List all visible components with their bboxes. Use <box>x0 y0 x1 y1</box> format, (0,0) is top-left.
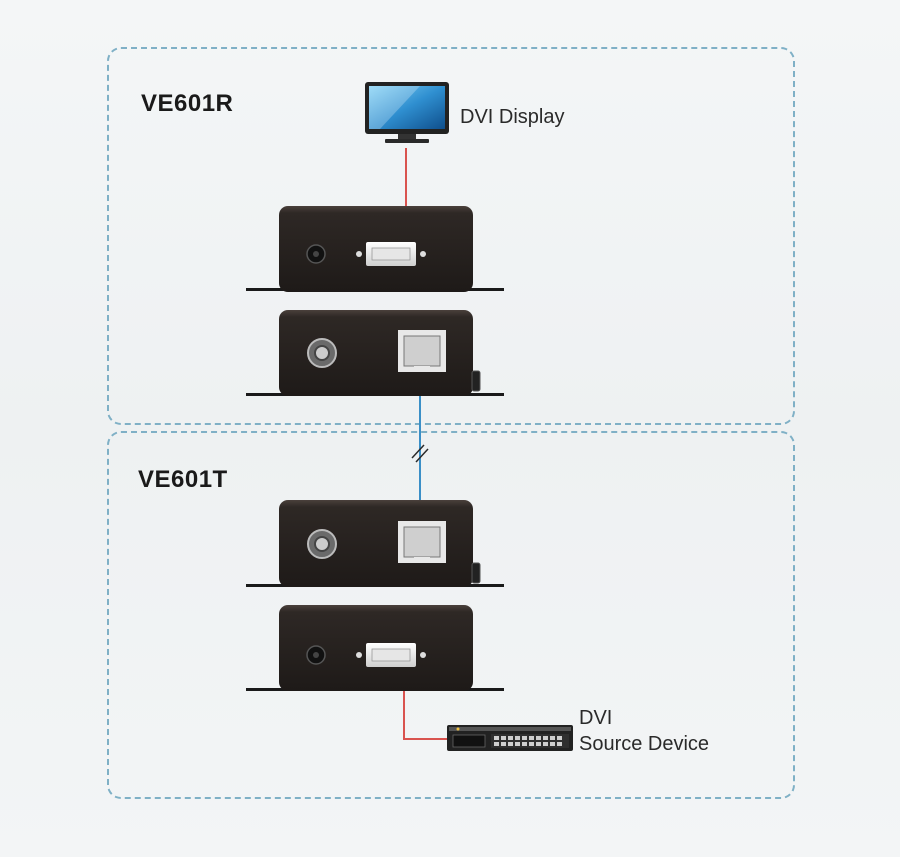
transmitter-label: VE601T <box>138 466 228 493</box>
dvi-cable-source <box>403 690 447 740</box>
source-caption: DVI Source Device <box>579 705 709 757</box>
transmitter-group-box <box>107 431 795 799</box>
receiver-rj45-unit <box>246 310 504 396</box>
receiver-group-box <box>107 47 795 425</box>
receiver-dvi-unit <box>246 206 504 292</box>
source-caption-line2: Source Device <box>579 733 710 755</box>
transmitter-dvi-unit <box>246 605 504 691</box>
display-caption: DVI Display <box>460 106 565 128</box>
monitor-icon <box>365 82 449 143</box>
transmitter-rj45-unit <box>246 500 504 587</box>
source-caption-line1: DVI <box>579 707 613 729</box>
network-device-icon <box>447 725 573 751</box>
cable-break-mark <box>411 444 425 459</box>
receiver-label: VE601R <box>141 90 234 117</box>
